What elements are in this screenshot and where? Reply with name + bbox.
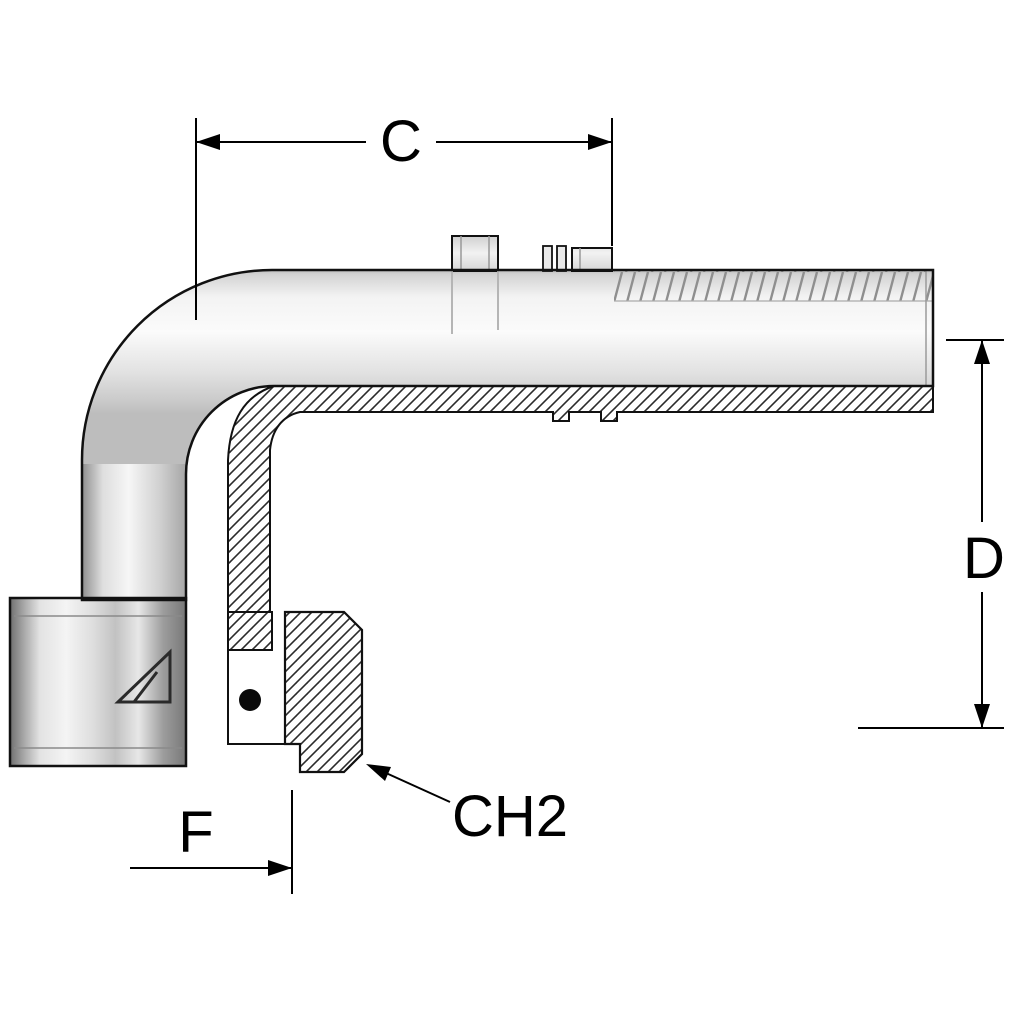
seal-pocket-outline — [227, 650, 300, 745]
arrowhead-d-bottom — [974, 704, 990, 728]
arrowhead-c-right — [588, 134, 612, 150]
hose-collar — [451, 235, 499, 272]
collar-ring — [542, 245, 553, 272]
hose-collar-facet-line — [460, 236, 490, 270]
section-hatch-wall — [227, 385, 934, 613]
arrowhead-ch2 — [366, 764, 391, 781]
dimension-d: D — [858, 339, 1005, 729]
arrowhead-d-top — [974, 340, 990, 364]
o-ring — [239, 689, 261, 711]
fitting-column-shading — [83, 464, 185, 599]
hose-barb-serrations — [614, 269, 932, 301]
hex-nut — [8, 596, 188, 768]
leader-line-ch2 — [385, 772, 451, 803]
callout-ch2: CH2 — [366, 764, 568, 849]
dimension-f: F — [130, 790, 293, 894]
callout-ch2-label: CH2 — [452, 784, 568, 849]
dimension-c-label: C — [380, 109, 422, 174]
section-hatch-step — [227, 611, 273, 651]
dimension-c: C — [195, 109, 613, 320]
dimension-d-label: D — [963, 526, 1005, 591]
collar-ring — [556, 245, 567, 272]
brand-logo-icon — [114, 648, 172, 704]
hose-collar-shadow-line — [451, 271, 499, 334]
section-hatch-flange — [283, 610, 364, 774]
fitting-body-outline — [80, 268, 935, 602]
fitting-body-surface — [82, 270, 933, 600]
arrowhead-f — [268, 860, 292, 876]
collar-block — [571, 247, 613, 272]
dimension-f-label: F — [178, 800, 213, 865]
arrowhead-c-left — [196, 134, 220, 150]
fitting-body-group — [8, 235, 935, 774]
